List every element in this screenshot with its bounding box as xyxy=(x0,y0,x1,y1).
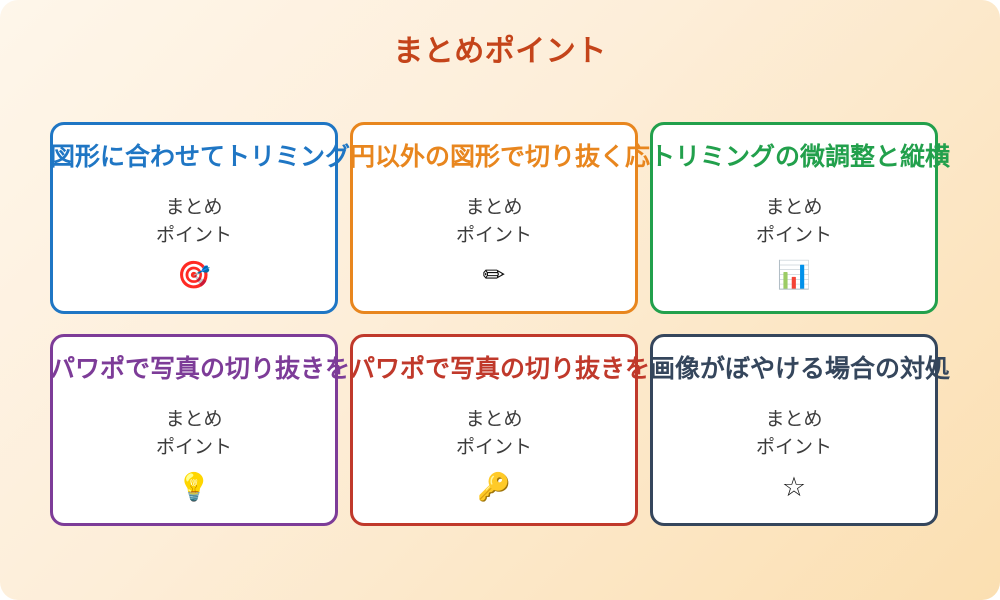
bar-chart-icon: 📊 xyxy=(777,260,811,290)
summary-card-1[interactable] xyxy=(50,122,338,314)
card-body: まとめ ポイント xyxy=(155,197,232,246)
card-slot: パワポで写真の切り抜きを まとめ ポイント 🔑 xyxy=(350,334,650,526)
card-slot: 画像がぼやける場合の対処 まとめ ポイント ☆ xyxy=(650,334,950,526)
summary-card-3[interactable] xyxy=(650,122,938,314)
lightbulb-icon: 💡 xyxy=(177,472,211,502)
card-grid: 図形に合わせてトリミング まとめ ポイント 🎯 円以外の図形で切り抜く応 まとめ… xyxy=(50,122,950,526)
pencil-icon: ✏ xyxy=(482,260,506,290)
page-title: まとめポイント xyxy=(393,35,607,68)
card-body: まとめ ポイント xyxy=(455,197,532,246)
summary-card-4[interactable] xyxy=(50,334,338,526)
card-body: まとめ ポイント xyxy=(755,409,832,458)
card-slot: 図形に合わせてトリミング まとめ ポイント 🎯 xyxy=(50,122,350,314)
target-icon: 🎯 xyxy=(177,260,211,290)
summary-card-5[interactable] xyxy=(350,334,638,526)
card-body: まとめ ポイント xyxy=(755,197,832,246)
card-slot: トリミングの微調整と縦横 まとめ ポイント 📊 xyxy=(650,122,950,314)
star-icon: ☆ xyxy=(781,472,807,502)
summary-card-6[interactable] xyxy=(650,334,938,526)
key-icon: 🔑 xyxy=(477,472,511,502)
summary-card-2[interactable] xyxy=(350,122,638,314)
card-slot: 円以外の図形で切り抜く応 まとめ ポイント ✏ xyxy=(350,122,650,314)
card-body: まとめ ポイント xyxy=(455,409,532,458)
card-body: まとめ ポイント xyxy=(155,409,232,458)
card-slot: パワポで写真の切り抜きを まとめ ポイント 💡 xyxy=(50,334,350,526)
